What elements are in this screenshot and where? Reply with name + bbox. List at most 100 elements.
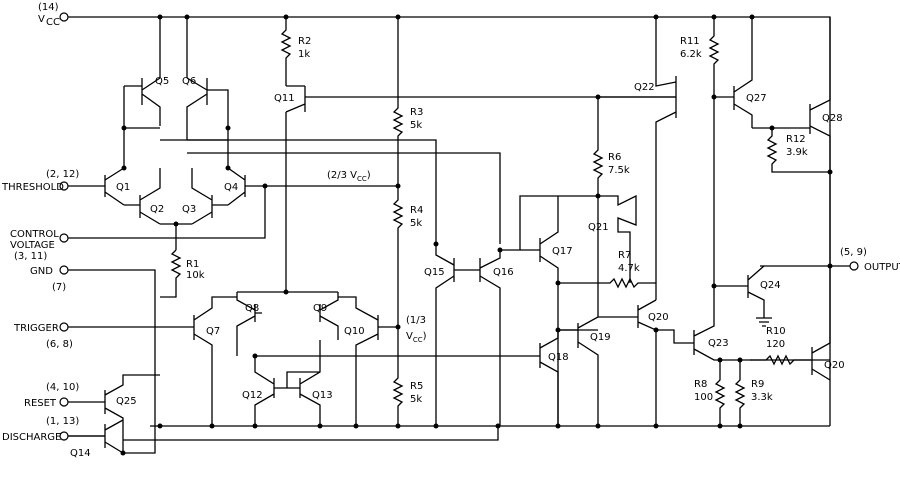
transistor-q20-mid: Q20 (598, 299, 669, 426)
pin-discharge: DISCHARGE (1, 13) (2, 416, 105, 443)
svg-text:CC: CC (46, 17, 60, 28)
svg-text:R9: R9 (751, 379, 764, 390)
two-thirds-label: (2/3 VCC) (327, 170, 371, 183)
transistor-q9: Q9 (313, 292, 339, 340)
svg-text:7.5k: 7.5k (608, 165, 630, 176)
pin-reset: RESET (4, 10) (24, 382, 105, 409)
svg-text:OUTPUT: OUTPUT (864, 262, 900, 273)
svg-text:Q20: Q20 (824, 360, 845, 371)
transistor-q21: Q21 (588, 194, 637, 283)
resistor-r5: R5 5k (392, 327, 423, 426)
svg-text:(4, 10): (4, 10) (46, 382, 79, 393)
svg-text:Q28: Q28 (822, 113, 843, 124)
svg-text:Q18: Q18 (548, 352, 569, 363)
transistor-q5: Q5 (123, 17, 169, 129)
pin-control-voltage: CONTROL VOLTAGE (3, 11) (10, 186, 266, 262)
svg-text:CONTROL: CONTROL (10, 229, 59, 240)
svg-text:Q21: Q21 (588, 222, 609, 233)
transistor-q22: Q22 (598, 17, 677, 283)
transistor-q2: Q2 (124, 168, 164, 225)
svg-text:Q11: Q11 (274, 93, 295, 104)
svg-text:Q23: Q23 (708, 338, 729, 349)
svg-text:10k: 10k (186, 270, 205, 281)
pin-gnd: GND (7) (30, 265, 156, 454)
junction-dots (120, 14, 833, 456)
svg-text:Q13: Q13 (312, 390, 333, 401)
svg-text:R11: R11 (680, 36, 700, 47)
transistor-q17: Q17 (520, 196, 573, 426)
svg-text:Q1: Q1 (116, 182, 130, 193)
resistor-r12: R12 3.9k (766, 128, 831, 266)
svg-text:Q9: Q9 (313, 303, 327, 314)
svg-text:(7): (7) (52, 282, 66, 293)
pin-output: OUTPUT (5, 9) (760, 247, 900, 273)
svg-text:(2, 12): (2, 12) (46, 169, 79, 180)
pin-vcc: V CC (14) (38, 2, 69, 28)
svg-text:GND: GND (30, 266, 53, 277)
svg-text:R2: R2 (298, 36, 311, 47)
resistor-r9: R9 3.3k (734, 360, 773, 426)
transistor-q13: Q13 (274, 340, 333, 426)
resistor-r4: R4 5k (392, 186, 423, 327)
svg-text:(1, 13): (1, 13) (46, 416, 79, 427)
pin-threshold: THRESHOLD (2, 12) (1, 169, 105, 193)
svg-text:4.7k: 4.7k (618, 263, 640, 274)
transistor-q7: Q7 (193, 296, 237, 426)
svg-text:R10: R10 (766, 326, 786, 337)
svg-text:TRIGGER: TRIGGER (13, 323, 59, 334)
svg-text:V: V (38, 14, 45, 25)
transistor-q18: Q18 (539, 329, 598, 426)
svg-text:Q7: Q7 (206, 326, 220, 337)
transistor-q10: Q10 (338, 296, 398, 426)
svg-text:R8: R8 (694, 379, 707, 390)
pin-trigger: TRIGGER (6, 8) (13, 322, 194, 350)
transistor-q12: Q12 (242, 356, 275, 426)
transistor-q16: Q16 (454, 250, 514, 426)
svg-text:(5, 9): (5, 9) (840, 247, 867, 258)
transistor-q15: Q15 (424, 244, 455, 426)
svg-text:Q24: Q24 (760, 280, 781, 291)
svg-text:Q15: Q15 (424, 267, 445, 278)
transistor-q14: Q14 (68, 419, 499, 459)
transistor-q8: Q8 (236, 292, 262, 356)
svg-text:Q8: Q8 (245, 303, 259, 314)
svg-text:THRESHOLD: THRESHOLD (1, 182, 64, 193)
svg-text:Q25: Q25 (116, 396, 137, 407)
svg-text:Q3: Q3 (182, 204, 196, 215)
svg-text:Q27: Q27 (746, 93, 767, 104)
svg-text:(3, 11): (3, 11) (14, 251, 47, 262)
svg-text:R12: R12 (786, 134, 806, 145)
resistor-r3: R3 5k (392, 17, 423, 186)
transistor-q24: Q24 (714, 265, 781, 327)
svg-text:5k: 5k (410, 120, 422, 131)
diff-tail (160, 223, 192, 250)
transistor-q6: Q6 (182, 17, 229, 141)
svg-text:5k: 5k (410, 394, 422, 405)
svg-text:Q12: Q12 (242, 390, 263, 401)
one-third-label-1: (1/3 (406, 315, 426, 326)
svg-text:R6: R6 (608, 152, 621, 163)
resistor-r8: R8 100 (694, 360, 726, 426)
resistor-r10: R10 120 (750, 326, 812, 366)
transistor-q27: Q27 (714, 17, 767, 128)
ground-rail (150, 375, 831, 427)
transistor-q20-out: Q20 (811, 266, 845, 381)
svg-text:Q16: Q16 (493, 267, 514, 278)
svg-text:3.9k: 3.9k (786, 147, 808, 158)
svg-text:Q22: Q22 (634, 82, 655, 93)
svg-text:RESET: RESET (24, 398, 57, 409)
svg-text:Q6: Q6 (182, 76, 196, 87)
resistor-r2: R2 1k (280, 17, 311, 86)
svg-text:R4: R4 (410, 205, 423, 216)
vcc-rail (68, 16, 831, 375)
svg-text:Q10: Q10 (344, 326, 365, 337)
svg-text:Q14: Q14 (70, 448, 91, 459)
svg-text:Q20: Q20 (648, 312, 669, 323)
svg-text:3.3k: 3.3k (751, 392, 773, 403)
svg-text:Q5: Q5 (155, 76, 169, 87)
svg-text:Q17: Q17 (552, 246, 573, 257)
svg-text:5k: 5k (410, 218, 422, 229)
resistor-r11: R11 6.2k (680, 17, 720, 97)
resistor-r1: R1 10k (160, 249, 205, 298)
